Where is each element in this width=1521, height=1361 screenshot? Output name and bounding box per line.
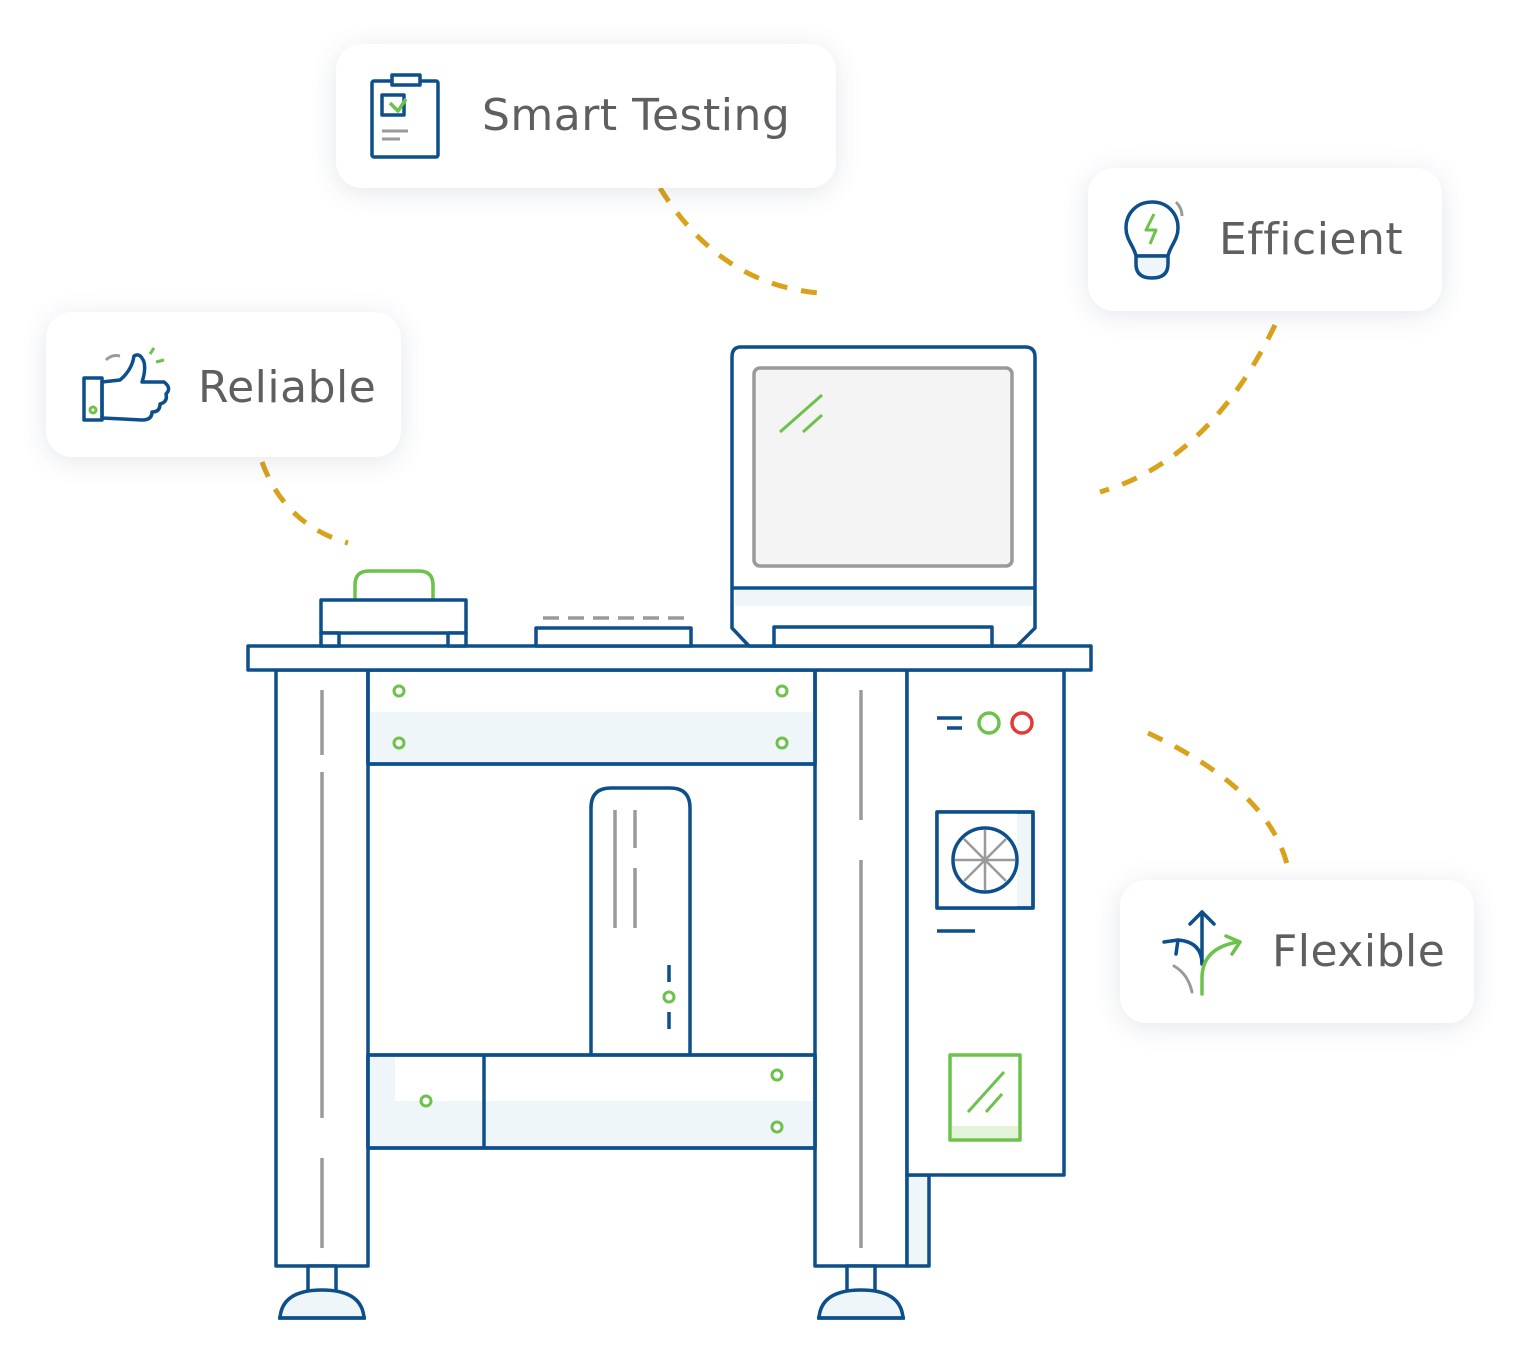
connector-flexible xyxy=(1146,730,1291,869)
connector-smart-testing xyxy=(657,186,821,296)
left-leg xyxy=(274,668,370,1320)
monitor-screen xyxy=(752,366,1014,568)
feature-label: Efficient xyxy=(1219,214,1404,265)
feature-card-smart-testing: Smart Testing xyxy=(336,44,836,188)
tabletop xyxy=(246,644,1093,672)
thumbs-up-icon xyxy=(80,340,174,430)
connector-reliable xyxy=(259,461,349,546)
test-machine xyxy=(246,345,1093,1320)
lightbulb-icon xyxy=(1120,198,1184,282)
feature-label: Flexible xyxy=(1272,926,1446,977)
feature-label: Reliable xyxy=(198,362,377,413)
start-button xyxy=(977,711,1001,735)
cabinet-window xyxy=(948,1053,1022,1142)
upper-panel xyxy=(366,668,817,766)
stop-button xyxy=(1010,711,1034,735)
scanner-device xyxy=(319,569,468,648)
connector-lines xyxy=(259,186,1291,869)
monitor xyxy=(730,345,1037,648)
branching-arrows-icon xyxy=(1158,908,1246,998)
clipboard-check-icon xyxy=(370,73,442,159)
feature-card-efficient: Efficient xyxy=(1088,168,1442,311)
keyboard xyxy=(534,616,693,648)
right-leg xyxy=(813,668,909,1320)
feature-label: Smart Testing xyxy=(482,90,791,141)
feature-card-reliable: Reliable xyxy=(46,312,401,457)
feature-card-flexible: Flexible xyxy=(1120,880,1474,1023)
control-cabinet xyxy=(905,668,1066,1268)
connector-efficient xyxy=(1099,323,1278,495)
lower-panel xyxy=(366,1053,817,1150)
test-column xyxy=(589,786,692,1055)
